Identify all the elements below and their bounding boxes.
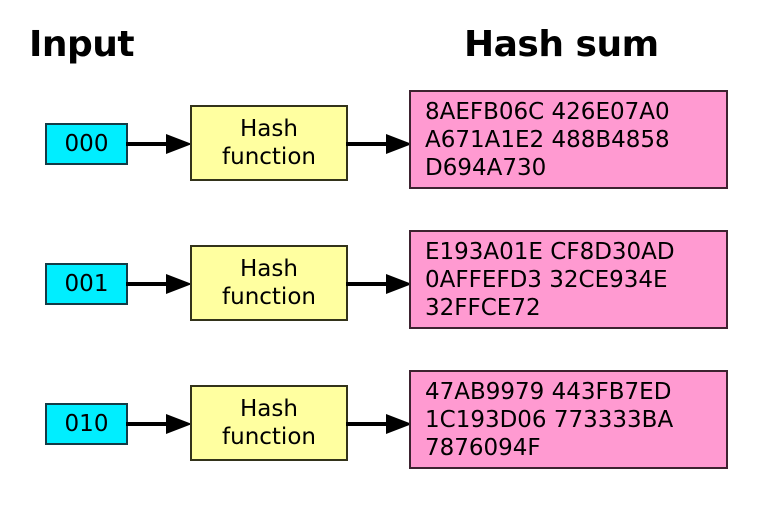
arrow-function-to-hash-row-0 bbox=[346, 134, 412, 154]
input-box-row-1: 001 bbox=[45, 263, 128, 305]
hash-sum-value-row-1: E193A01E CF8D30AD 0AFFEFD3 32CE934E 32FF… bbox=[425, 238, 675, 321]
arrow-input-to-function-row-1 bbox=[126, 274, 192, 294]
hash-sum-box-row-1: E193A01E CF8D30AD 0AFFEFD3 32CE934E 32FF… bbox=[409, 230, 728, 329]
arrow-function-to-hash-row-1 bbox=[346, 274, 412, 294]
hash-function-box-row-1: Hash function bbox=[190, 245, 348, 321]
arrow-input-to-function-row-2 bbox=[126, 414, 192, 434]
hash-sum-box-row-2: 47AB9979 443FB7ED 1C193D06 773333BA 7876… bbox=[409, 370, 728, 469]
hash-function-label-row-1: Hash function bbox=[222, 256, 316, 310]
hash-sum-value-row-2: 47AB9979 443FB7ED 1C193D06 773333BA 7876… bbox=[425, 378, 674, 461]
arrow-input-to-function-row-0 bbox=[126, 134, 192, 154]
hash-function-box-row-0: Hash function bbox=[190, 105, 348, 181]
input-box-row-0: 000 bbox=[45, 123, 128, 165]
column-heading-hash-sum: Hash sum bbox=[464, 24, 659, 65]
hash-function-box-row-2: Hash function bbox=[190, 385, 348, 461]
arrow-function-to-hash-row-2 bbox=[346, 414, 412, 434]
input-box-row-2: 010 bbox=[45, 403, 128, 445]
hash-sum-box-row-0: 8AEFB06C 426E07A0 A671A1E2 488B4858 D694… bbox=[409, 90, 728, 189]
input-value-row-2: 010 bbox=[64, 410, 109, 437]
input-value-row-0: 000 bbox=[64, 130, 109, 157]
hash-function-label-row-0: Hash function bbox=[222, 116, 316, 170]
input-value-row-1: 001 bbox=[64, 270, 109, 297]
hash-function-label-row-2: Hash function bbox=[222, 396, 316, 450]
hash-sum-value-row-0: 8AEFB06C 426E07A0 A671A1E2 488B4858 D694… bbox=[425, 98, 670, 181]
column-heading-input: Input bbox=[29, 24, 135, 65]
